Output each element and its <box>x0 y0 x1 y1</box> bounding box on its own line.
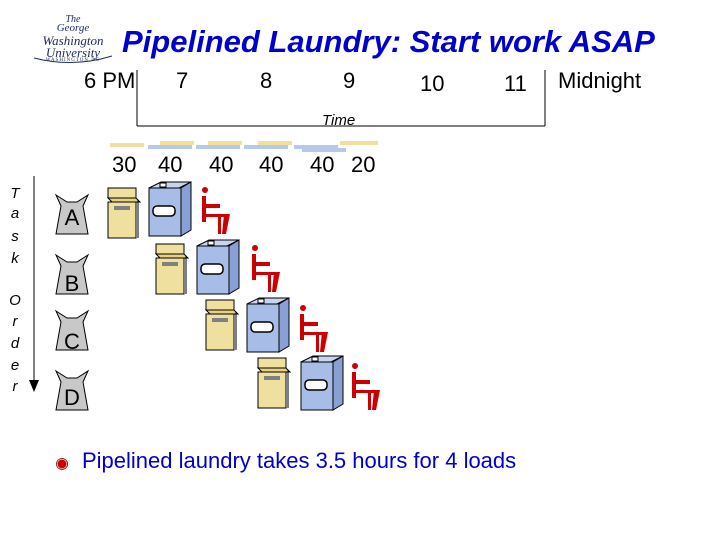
summary-bullet-text: Pipelined laundry takes 3.5 hours for 4 … <box>82 448 516 474</box>
stage-bar-wash <box>160 141 194 145</box>
timeline-graphic <box>0 0 720 160</box>
stage-duration-1: 30 <box>112 152 136 178</box>
dryer-icon <box>194 238 242 296</box>
washer-icon <box>104 186 144 240</box>
stage-duration-5: 40 <box>310 152 334 178</box>
dryer-icon <box>298 354 346 412</box>
stage-duration-2: 40 <box>158 152 182 178</box>
task-axis-letter: e <box>8 357 22 374</box>
washer-icon <box>152 242 192 296</box>
person-folding-icon <box>294 302 340 354</box>
stage-bar-dry <box>244 145 288 149</box>
task-axis-letter: r <box>8 313 22 330</box>
stage-bar-wash <box>208 141 242 145</box>
person-folding-icon <box>346 360 392 412</box>
stage-duration-4: 40 <box>259 152 283 178</box>
dryer-icon <box>146 180 194 238</box>
stage-bar-fold <box>340 141 378 145</box>
stage-bar-wash <box>258 141 292 145</box>
task-label-b: B <box>53 271 91 297</box>
bullet-icon <box>54 456 70 472</box>
stage-bar-wash <box>110 143 144 147</box>
stage-bar-dry <box>196 145 240 149</box>
task-label-a: A <box>53 205 91 231</box>
task-axis-letter: d <box>8 335 22 352</box>
task-axis-letter: T <box>8 185 22 202</box>
task-label-d: D <box>53 385 91 411</box>
task-axis-letter: O <box>8 292 22 309</box>
task-axis-letter: s <box>8 228 22 245</box>
washer-icon <box>254 356 294 410</box>
dryer-icon <box>244 296 292 354</box>
person-folding-icon <box>246 242 292 294</box>
person-folding-icon <box>196 184 242 236</box>
task-order-arrow-icon <box>27 176 43 396</box>
task-axis-letter: a <box>8 205 22 222</box>
washer-icon <box>202 298 242 352</box>
task-axis-letter: k <box>8 250 22 267</box>
task-label-c: C <box>53 329 91 355</box>
task-axis-letter: r <box>8 378 22 395</box>
stage-duration-6: 20 <box>351 152 375 178</box>
stage-duration-3: 40 <box>209 152 233 178</box>
stage-bar-dry <box>148 145 192 149</box>
